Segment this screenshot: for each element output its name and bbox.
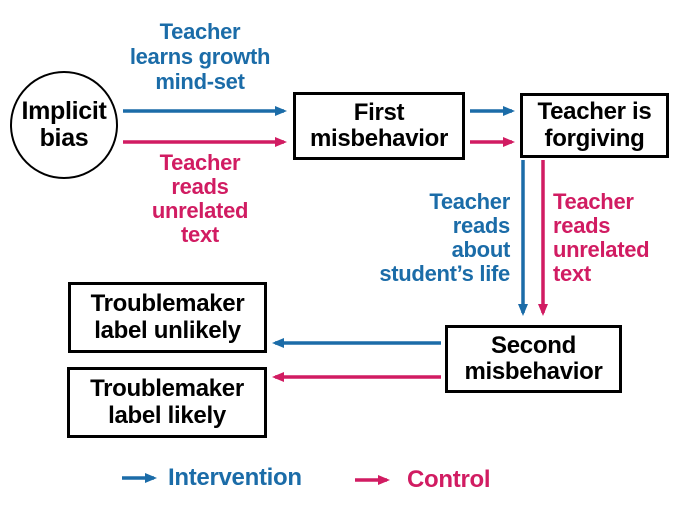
node-troublemaker-likely: Troublemaker label likely (67, 367, 267, 438)
edge-label-unrelated-text-left-line3: unrelated (151, 198, 249, 223)
node-troublemaker-likely-line1: Troublemaker (90, 375, 244, 403)
node-implicit-bias-line1: Implicit (21, 96, 107, 125)
edge-label-about-student-life-line4: student’s life (379, 261, 510, 286)
node-second-misbehavior: Second misbehavior (445, 325, 622, 393)
edge-label-about-student-life-line3: about (451, 237, 511, 262)
edge-label-unrelated-text-left-line2: reads (171, 174, 229, 199)
node-second-misbehavior-line1: Second (491, 331, 576, 359)
edge-label-about-student-life: Teacher reads about student’s life (320, 190, 510, 286)
node-second-misbehavior-line2: misbehavior (464, 358, 603, 385)
edge-label-growth-mindset: Teacher learns growth mind-set (95, 19, 305, 94)
edge-label-unrelated-text-right-line2: reads (553, 213, 611, 238)
node-implicit-bias: Implicit bias (10, 71, 118, 179)
node-troublemaker-likely-line2: label likely (108, 401, 226, 429)
edge-label-unrelated-text-left: Teacher reads unrelated text (115, 151, 285, 247)
edge-label-unrelated-text-left-line1: Teacher (159, 150, 241, 175)
edge-label-unrelated-text-right: Teacher reads unrelated text (553, 190, 680, 286)
node-teacher-is-forgiving-line2: forgiving (544, 124, 645, 152)
edge-label-about-student-life-line2: reads (452, 213, 511, 238)
node-first-misbehavior-line2: misbehavior (309, 125, 449, 152)
node-troublemaker-unlikely: Troublemaker label unlikely (68, 282, 267, 353)
edge-label-unrelated-text-left-line4: text (181, 222, 219, 247)
node-first-misbehavior: First misbehavior (293, 92, 465, 160)
edge-label-unrelated-text-right-line4: text (553, 261, 591, 286)
edge-label-growth-mindset-line1: Teacher (159, 19, 241, 44)
node-teacher-is-forgiving: Teacher is forgiving (520, 93, 669, 158)
edge-label-growth-mindset-line2: learns growth (129, 44, 271, 69)
node-troublemaker-unlikely-line2: label unlikely (94, 316, 241, 344)
edge-label-about-student-life-line1: Teacher (429, 189, 510, 214)
node-troublemaker-unlikely-line1: Troublemaker (90, 290, 245, 318)
node-first-misbehavior-line1: First (353, 98, 405, 126)
edge-label-unrelated-text-right-line1: Teacher (553, 189, 634, 214)
legend-control-label: Control (407, 466, 491, 493)
edge-label-growth-mindset-line3: mind-set (155, 69, 245, 94)
edge-label-unrelated-text-right-line3: unrelated (553, 237, 650, 262)
node-teacher-is-forgiving-line1: Teacher is (537, 98, 652, 126)
legend-intervention-label: Intervention (168, 464, 302, 491)
node-implicit-bias-line2: bias (39, 124, 89, 152)
